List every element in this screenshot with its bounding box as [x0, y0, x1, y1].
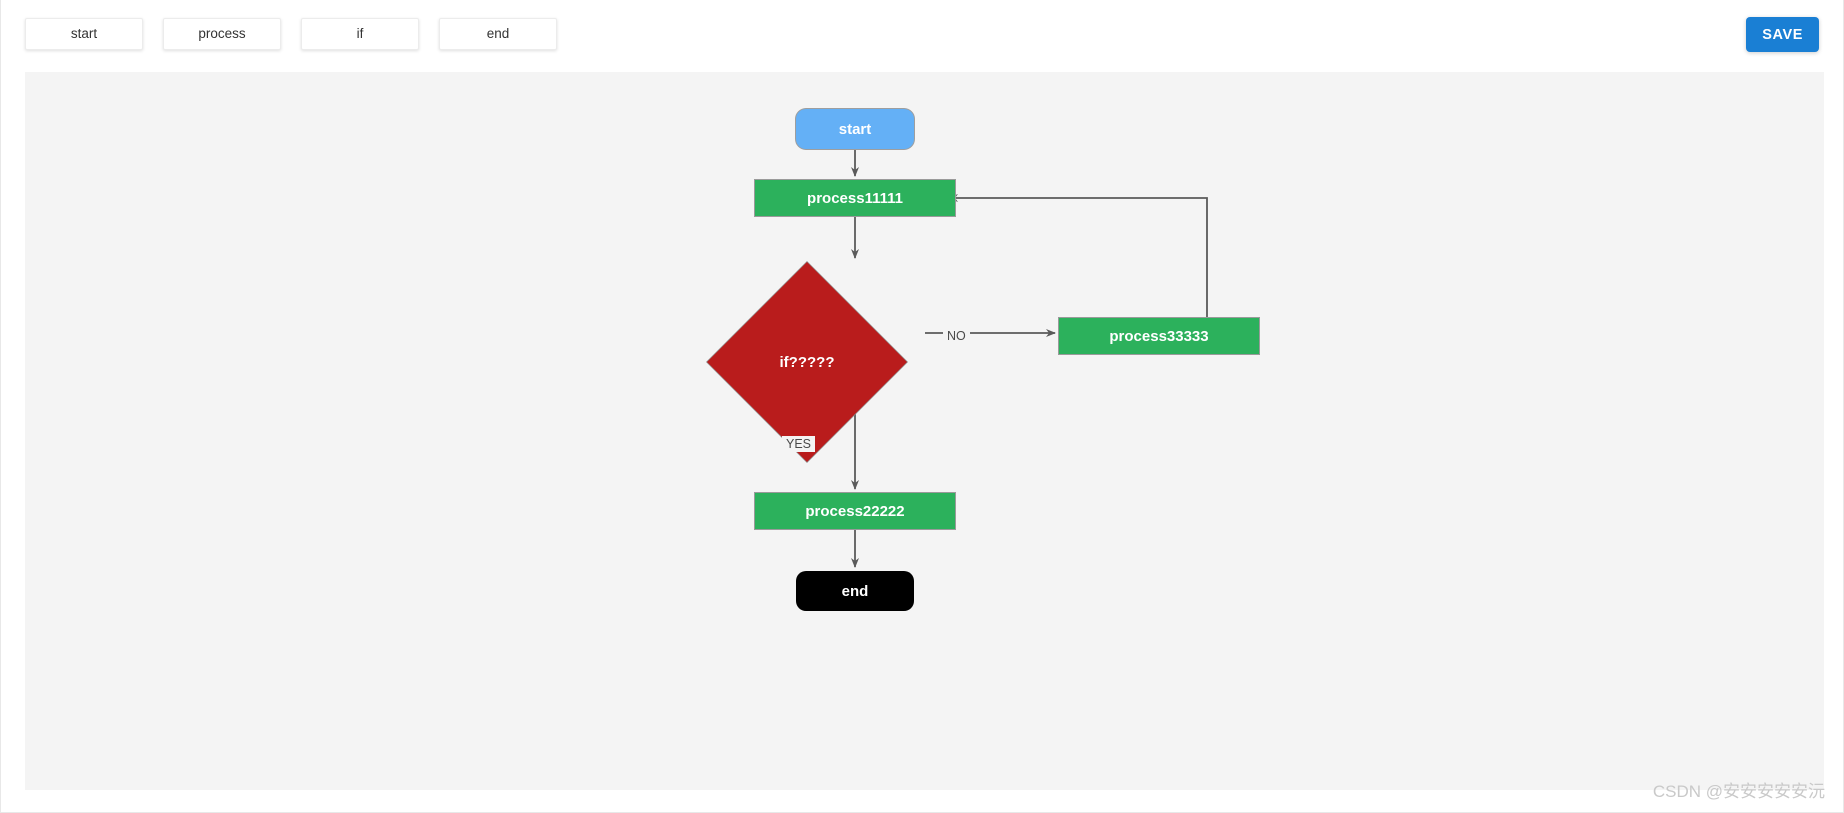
edge-label-yes: YES	[782, 436, 816, 452]
palette-item-start[interactable]: start	[25, 18, 143, 50]
palette-item-process[interactable]: process	[163, 18, 281, 50]
flowchart-canvas[interactable]: start process11111 if????? process33333 …	[25, 72, 1824, 790]
palette-item-if[interactable]: if	[301, 18, 419, 50]
flow-node-if-label: if?????	[779, 353, 835, 371]
flow-node-process33333-label: process33333	[1109, 327, 1209, 345]
flow-node-process22222[interactable]: process22222	[755, 493, 955, 529]
toolbar: start process if end SAVE	[0, 0, 1844, 68]
flow-node-process33333[interactable]: process33333	[1059, 318, 1259, 354]
flow-node-end-label: end	[841, 582, 869, 600]
flow-node-process11111-label: process11111	[807, 189, 903, 207]
watermark: CSDN @安安安安安沅	[1652, 782, 1825, 801]
save-button[interactable]: SAVE	[1746, 17, 1819, 52]
node-palette: start process if end	[25, 18, 557, 50]
flow-node-end[interactable]: end	[796, 571, 914, 611]
edge-label-no: NO	[943, 328, 970, 344]
palette-item-end[interactable]: end	[439, 18, 557, 50]
flow-node-if[interactable]: if?????	[707, 262, 907, 462]
flow-node-process22222-label: process22222	[805, 502, 905, 520]
flow-node-process11111[interactable]: process11111	[755, 180, 955, 216]
flow-node-start[interactable]: start	[796, 109, 914, 149]
edge-process3-to-process1	[948, 194, 1208, 318]
canvas-container: start process11111 if????? process33333 …	[0, 68, 1844, 813]
flow-node-start-label: start	[838, 120, 872, 138]
